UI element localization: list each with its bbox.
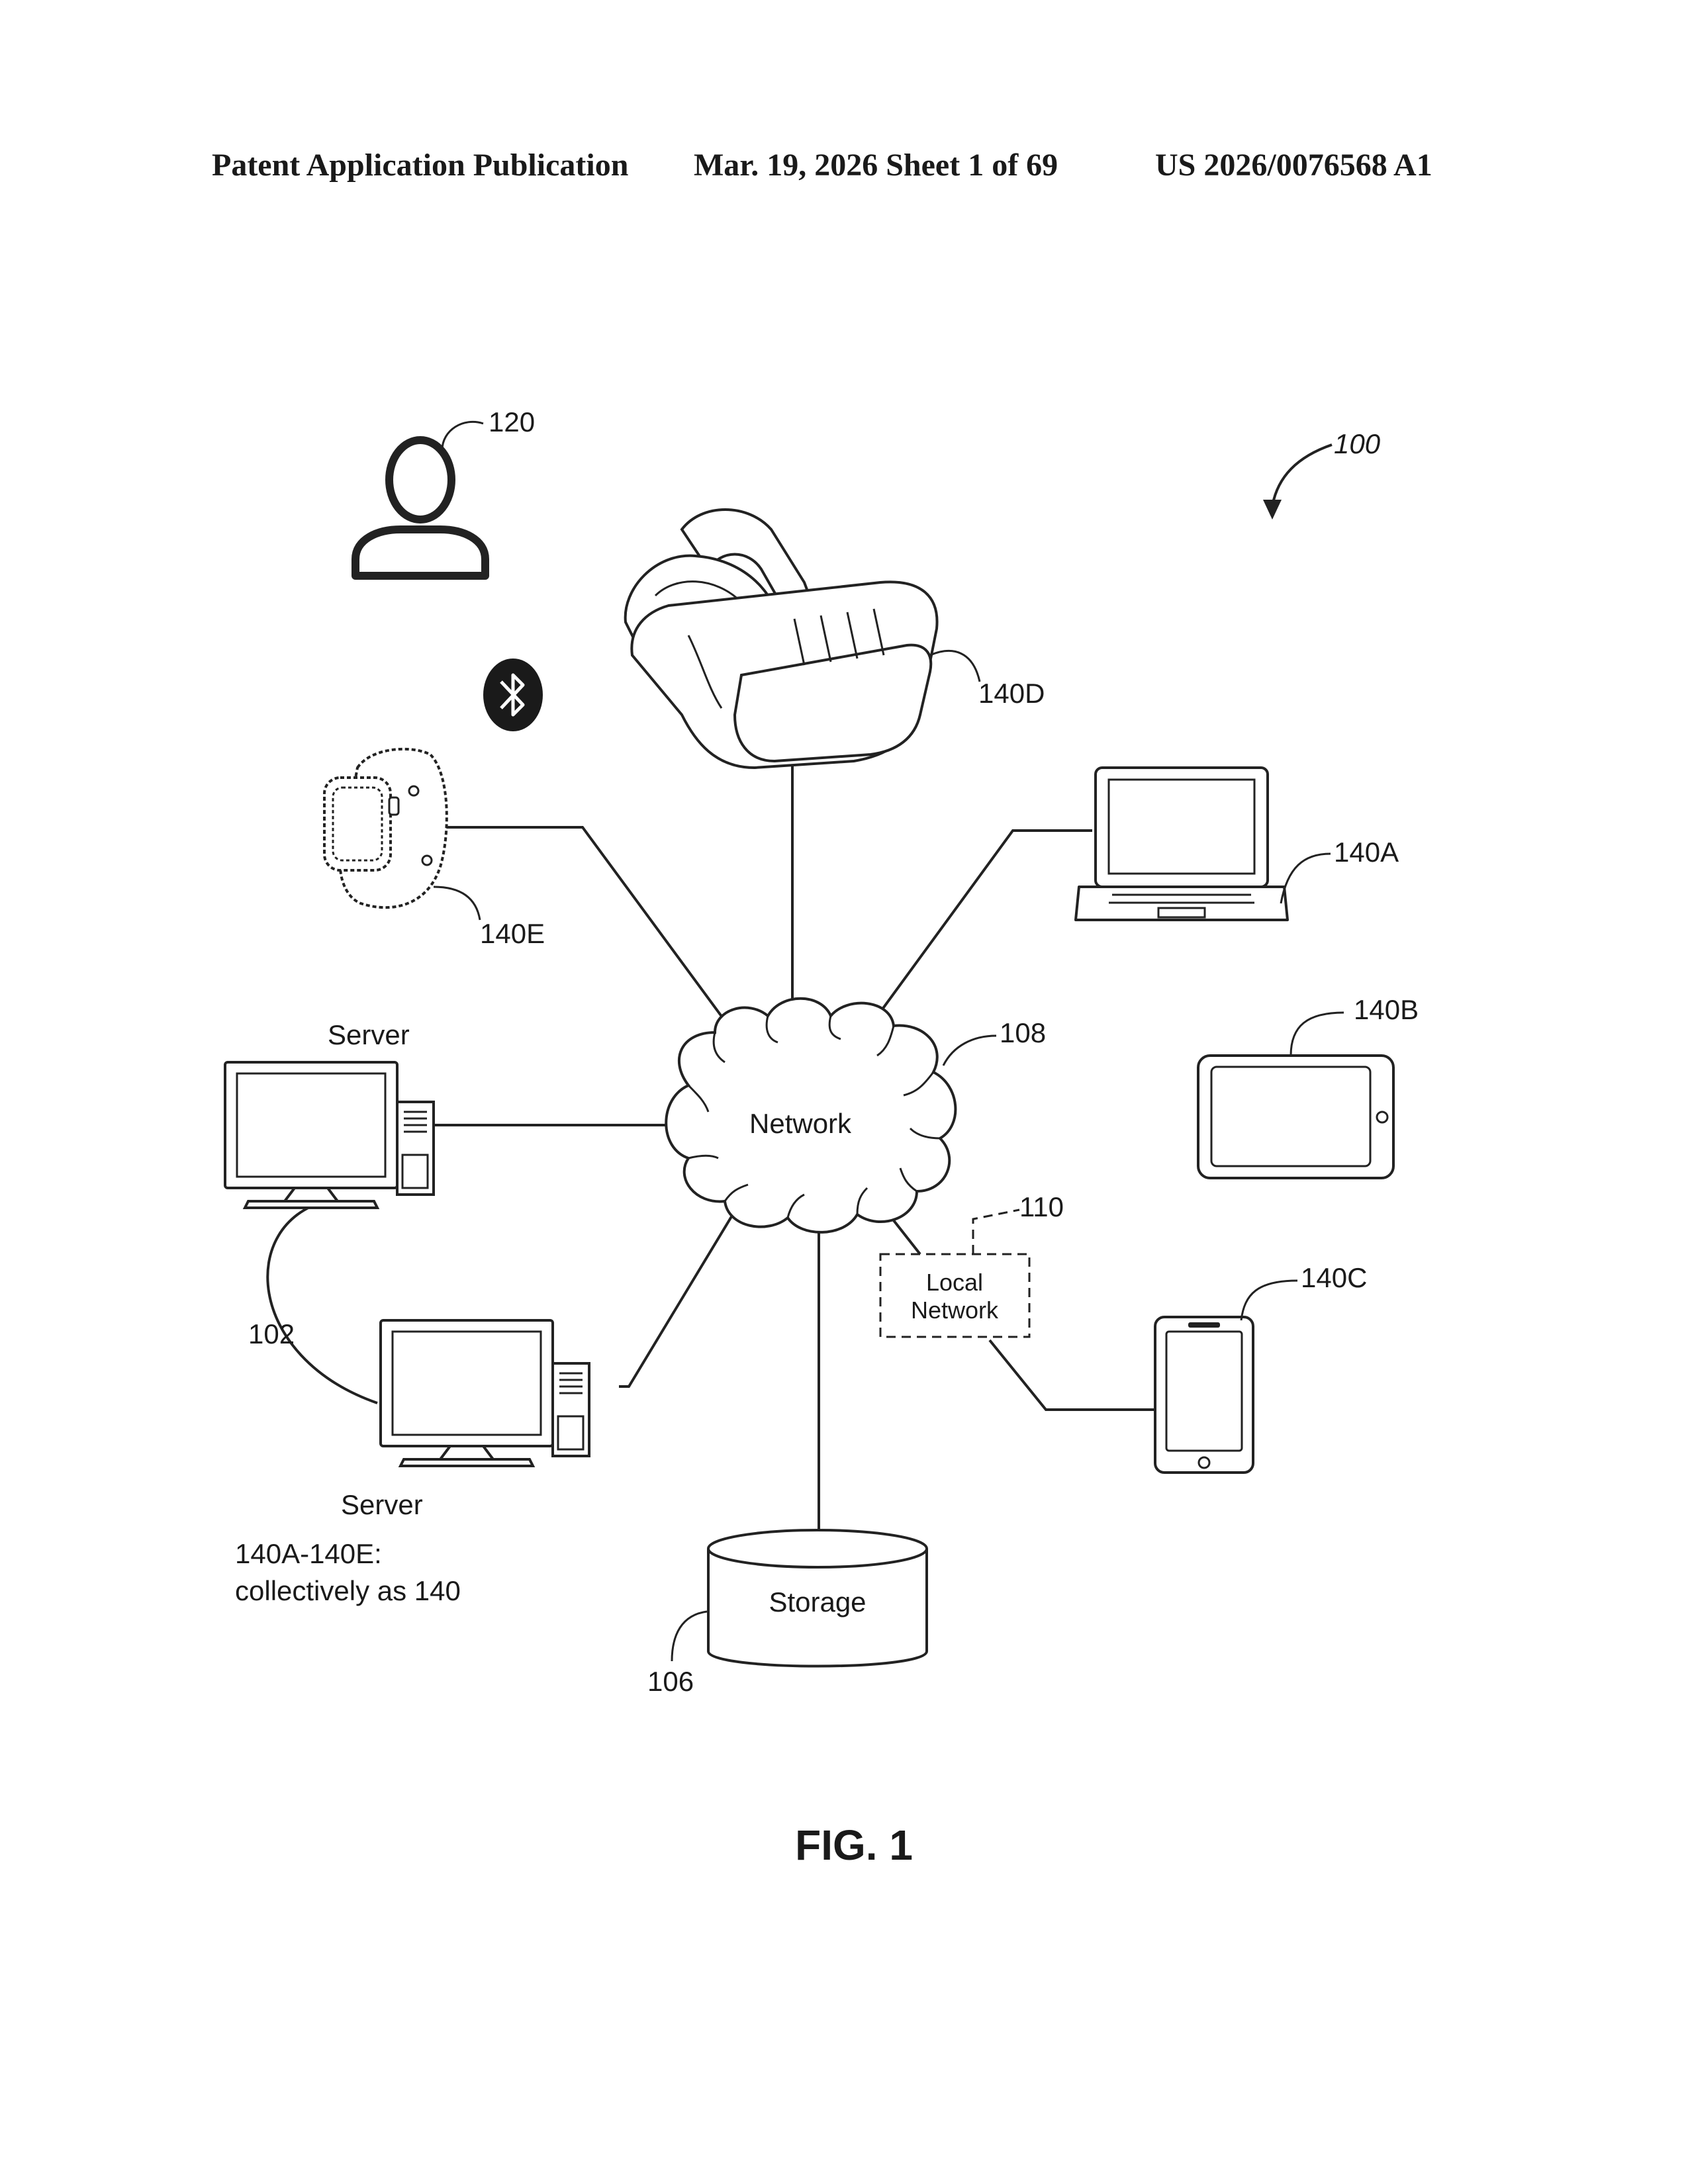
watch-ref: 140E [480,918,545,949]
phone-icon [1155,1317,1253,1473]
local-network-ref: 110 [1019,1191,1064,1222]
network-label: Network [749,1108,852,1139]
vr-headset-icon [626,510,937,768]
system-ref-100: 100 [1263,428,1381,520]
network-ref: 108 [1000,1017,1046,1048]
tablet-icon [1198,1056,1393,1178]
collective-note-line1: 140A-140E: [235,1538,382,1569]
phone-ref: 140C [1301,1262,1367,1293]
figure-label: FIG. 1 [795,1821,913,1869]
storage-label: Storage [769,1586,866,1617]
local-network-box: Local Network [880,1254,1029,1337]
server-bottom-label: Server [341,1489,423,1520]
header-date-sheet: Mar. 19, 2026 Sheet 1 of 69 [694,148,1058,183]
laptop-icon [1076,768,1288,920]
collective-note-line2: collectively as 140 [235,1575,461,1606]
local-network-label-2: Network [911,1297,999,1324]
header-number: US 2026/0076568 A1 [1155,148,1432,183]
user-ref: 120 [489,406,535,437]
system-ref-label: 100 [1334,428,1381,459]
local-network-label-1: Local [926,1269,983,1296]
vr-headset-ref: 140D [978,678,1045,709]
server-icon [381,1320,589,1466]
storage-ref: 106 [647,1666,694,1697]
header-publication: Patent Application Publication [212,148,628,183]
server-link-ref: 102 [248,1318,295,1349]
person-icon [355,440,485,576]
bluetooth-icon [483,659,543,731]
server-icon [225,1062,434,1208]
tablet-ref: 140B [1354,994,1419,1025]
smartwatch-icon [324,749,447,907]
server-top-label: Server [328,1019,410,1050]
laptop-ref: 140A [1334,837,1399,868]
